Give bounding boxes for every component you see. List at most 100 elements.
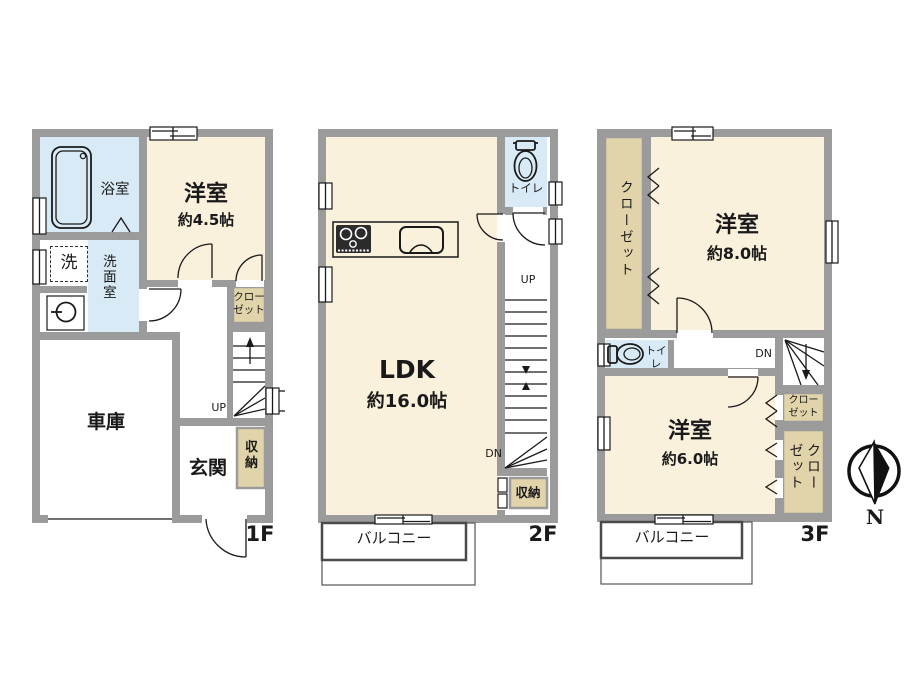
balcony-2f-label: バルコニー — [356, 529, 432, 547]
window-icon — [825, 220, 839, 264]
folding-door-icon — [111, 216, 131, 233]
doors-3f — [646, 167, 778, 495]
up-label-2f: UP — [520, 273, 536, 286]
door-openings-2f — [497, 207, 543, 510]
door-arc — [148, 288, 182, 322]
up-arrow-icon — [522, 382, 530, 390]
bedroom45-name-label: 洋室 — [183, 182, 228, 207]
room-toilet-2f — [505, 137, 547, 207]
window-icon — [265, 387, 285, 415]
stairs-1f-icon — [233, 337, 266, 417]
entrance-door-arc — [205, 518, 247, 558]
double-door-leaf — [497, 493, 508, 509]
washroom-label: 洗面室 — [99, 254, 116, 301]
closet-fold-icon — [764, 442, 778, 458]
stairs-2f-icon — [504, 299, 548, 469]
window-icon — [548, 181, 563, 206]
garage-label: 車庫 — [86, 411, 125, 433]
windows-3f — [597, 126, 839, 451]
closet-fold-icon — [646, 267, 660, 287]
door-arc — [676, 297, 713, 334]
bedroom6-name-label: 洋室 — [667, 419, 712, 444]
closet-left-label: クローゼット — [616, 180, 633, 279]
closet-1f-label: クローゼット — [233, 291, 265, 317]
room-storage-2f — [508, 476, 549, 510]
storage-2f-label: 収納 — [515, 485, 541, 500]
door-arc — [177, 243, 213, 279]
sliding-window-icon — [149, 126, 198, 141]
closet-right-label: クローゼット — [787, 443, 822, 491]
floor-2f-plan — [318, 129, 563, 586]
room-storage-1f — [235, 426, 267, 490]
room-bedroom-6 — [605, 376, 775, 514]
ldk-size-label: 約16.0帖 — [366, 391, 448, 412]
dn-label-3f: DN — [755, 347, 772, 360]
toilet-icon — [607, 343, 644, 365]
doors-2f — [476, 212, 546, 509]
window-icon — [597, 343, 611, 367]
door-arc — [476, 213, 504, 241]
toilet-icon — [513, 140, 538, 182]
closet-fold-icon — [764, 410, 778, 428]
room-washroom — [88, 240, 139, 332]
closet-fold-icon — [764, 479, 778, 495]
sliding-door-icon — [374, 514, 433, 525]
bedroom6-size-label: 約6.0帖 — [661, 450, 719, 468]
window-icon — [32, 197, 47, 235]
toilet-3f-label: トイレ — [645, 345, 667, 371]
door-openings-1f — [48, 280, 264, 523]
entrance-label: 玄関 — [188, 457, 227, 479]
dn-label-2f: DN — [485, 447, 502, 460]
down-arrow-icon — [522, 366, 530, 374]
sink-icon — [399, 226, 444, 254]
double-door-leaf — [497, 477, 508, 493]
bedroom8-size-label: 約8.0帖 — [706, 244, 768, 263]
window-icon — [318, 182, 333, 210]
up-arrow-icon — [246, 337, 254, 347]
window-icon — [318, 266, 333, 303]
sliding-window-icon — [671, 126, 714, 141]
window-icon — [32, 249, 47, 285]
bedroom8-name-label: 洋室 — [714, 213, 759, 238]
kitchen-counter — [332, 221, 459, 258]
balcony-3f-label: バルコニー — [634, 528, 710, 546]
room-bedroom-4_5 — [147, 137, 265, 280]
closet-fold-icon — [646, 185, 660, 205]
stove-icon — [336, 225, 371, 253]
door-arc — [727, 376, 759, 408]
washer-label: 洗 — [50, 246, 88, 282]
bathroom-label: 浴室 — [100, 182, 130, 198]
floor-1f-label: 1F — [245, 522, 275, 546]
storage-1f-label: 収納 — [244, 440, 258, 472]
balcony-3f — [599, 514, 753, 585]
compass-icon — [847, 439, 901, 505]
compass-north-label: N — [865, 505, 885, 529]
ldk-name-label: LDK — [378, 355, 436, 384]
toilet-2f-label: トイレ — [508, 181, 544, 195]
floor-3f-plan — [597, 126, 839, 585]
washbasin-icon — [46, 295, 85, 331]
closet-fold-icon — [764, 394, 778, 412]
sliding-door-icon — [654, 514, 714, 525]
room-ldk — [326, 137, 497, 515]
floor-1f-plan — [32, 126, 285, 558]
window-icon — [597, 416, 611, 451]
door-arc — [512, 212, 546, 246]
down-arrow-icon — [802, 370, 810, 380]
floor-2f-label: 2F — [528, 522, 558, 546]
windows-1f — [32, 126, 285, 415]
closet-fold-icon — [646, 285, 660, 305]
door-arc — [235, 254, 263, 282]
door-openings-3f — [677, 330, 783, 498]
closet-small-label: クローゼット — [788, 395, 819, 419]
balcony-2f — [320, 514, 476, 586]
closet-fold-icon — [646, 167, 660, 187]
floor-3f-label: 3F — [800, 522, 830, 546]
bathtub-icon — [51, 146, 92, 229]
window-icon — [548, 218, 563, 245]
doors-1f — [111, 216, 263, 558]
bedroom45-size-label: 約4.5帖 — [177, 211, 235, 229]
stairs-3f-icon — [784, 339, 825, 386]
